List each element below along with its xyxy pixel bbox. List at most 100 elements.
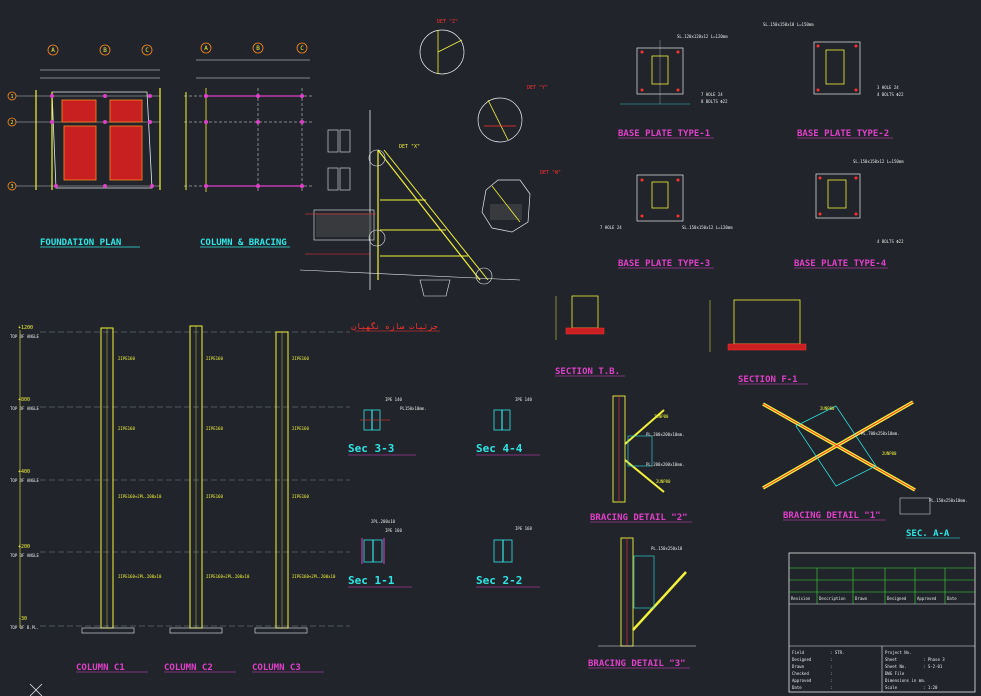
sec-2-2-title: Sec 2-2 — [476, 574, 522, 587]
section-note: IPE 140 — [385, 397, 402, 402]
title-block-field-label: DWG File — [885, 671, 905, 676]
grid-letter: A — [51, 47, 55, 54]
base-plate-note: 3 HOLE 24 — [877, 85, 899, 90]
detail-y-title: DET "Y" — [527, 85, 548, 91]
title-block-header: Designed — [887, 596, 907, 601]
sec-aa: PL.150x250x10mm. SEC. A-A — [899, 497, 968, 539]
elevation-label: TOP OF ANGLE — [10, 334, 39, 339]
bracing-detail-3: PL.150x250x10 BRACING DETAIL "3" — [588, 537, 696, 669]
section-f1-title: SECTION F-1 — [738, 375, 798, 385]
detail-z-title: DET "Z" — [437, 19, 458, 25]
column-label: 2IPE160 — [118, 356, 135, 361]
grid-letter: B — [103, 47, 107, 54]
foundation-plan: A B C 1 2 3 FOUNDATION PLAN — [7, 44, 161, 248]
column-label: 2IPE160 — [206, 356, 223, 361]
title-block-field-label: Date — [792, 685, 802, 690]
elevation-label: TOP OF B.PL. — [10, 625, 39, 630]
bracing-note: PL.200x200x10mm. — [646, 432, 685, 437]
grid-number: 1 — [10, 94, 13, 100]
title-block-field-label: Approved — [792, 678, 812, 683]
title-block-header: Approved — [917, 596, 937, 601]
base-plate-note: 4 BOLTS Φ22 — [877, 239, 904, 244]
bracing-note: PL.700x250x10mm. — [861, 431, 900, 436]
bracing-detail-1-title: BRACING DETAIL "1" — [783, 511, 881, 521]
base-plate-type-3: SL.150x150x12 L=120mm 7 HOLE 24 BASE PLA… — [600, 174, 733, 269]
title-block-field-value: : S-2-01 — [923, 664, 943, 669]
column-label: 2IPE160 — [292, 356, 309, 361]
bracing-detail-3-title: BRACING DETAIL "3" — [588, 659, 686, 669]
base-plate-note: SL.150x150x12 L=150mm — [853, 159, 904, 164]
title-block-field-value: : — [830, 671, 832, 676]
sec-aa-title: SEC. A-A — [906, 529, 950, 539]
section-tb: SECTION T.B. — [555, 295, 625, 377]
title-block-field-value: : — [830, 678, 832, 683]
column-label: 2IPE160 — [292, 426, 309, 431]
column-bracing-plan: A B C COLUMN & BRACING — [184, 42, 312, 248]
title-block-field-value: : — [830, 664, 832, 669]
title-block-field-label: Field — [792, 650, 805, 655]
column-c1-title: COLUMN C1 — [76, 663, 125, 673]
column-label: 2IPE160+2PL.200x10 — [206, 574, 250, 579]
grid-letter: A — [204, 45, 208, 52]
grid-letter: C — [300, 45, 304, 52]
title-block-header: Date — [947, 596, 957, 601]
grid-letter: C — [145, 47, 149, 54]
retaining-wall-section: DET "X" DET "Z" DET "Y" DET "W" جزئیات س… — [299, 19, 561, 332]
title-block-field-label: Designed — [792, 657, 812, 662]
base-plate-2-title: BASE PLATE TYPE-2 — [797, 129, 889, 139]
elevation-label: -30 — [18, 616, 27, 622]
base-plate-3-title: BASE PLATE TYPE-3 — [618, 259, 710, 269]
section-note: PL150x10mm. — [400, 406, 427, 411]
base-plate-type-4: SL.150x150x12 L=150mm 4 BOLTS Φ22 BASE P… — [794, 159, 904, 269]
title-block-header: Drawn — [855, 596, 868, 601]
section-tb-title: SECTION T.B. — [555, 367, 620, 377]
persian-title: جزئیات سازه نگهبان — [351, 321, 438, 331]
bracing-note: 2UNP80 — [656, 479, 671, 484]
elevation-label: +800 — [18, 397, 30, 403]
section-f1: SECTION F-1 — [709, 299, 808, 385]
section-note: IPE 140 — [515, 397, 532, 402]
title-block-field-label: Dimensions in mm. — [885, 678, 926, 683]
detail-callout: DET "X" — [399, 144, 420, 150]
sec-1-1-title: Sec 1-1 — [348, 574, 395, 587]
bracing-note: PL.200x200x10mm. — [646, 462, 685, 467]
small-sections: IPE 140 PL150x10mm. Sec 3-3 IPE 140 Sec … — [348, 397, 540, 588]
elevation-label: TOP OF ANGLE — [10, 553, 39, 558]
bracing-note: PL.150x250x10mm. — [929, 498, 968, 503]
elevation-label: TOP OF ANGLE — [10, 478, 39, 483]
elevation-label: +400 — [18, 469, 30, 475]
base-plate-note: SL.120x120x12 L=120mm — [677, 34, 728, 39]
section-note: IPE 160 — [515, 526, 532, 531]
title-block-field-label: Sheet No. — [885, 664, 907, 669]
base-plate-note: 7 HOLE 24 — [600, 225, 622, 230]
title-block-field-label: Checked — [792, 671, 809, 676]
title-block-field-label: Scale — [885, 685, 898, 690]
sec-3-3-title: Sec 3-3 — [348, 442, 394, 455]
title-block-header: Description — [819, 596, 846, 601]
bracing-note: 2UNP80 — [654, 414, 669, 419]
crosshair-cursor-icon — [29, 683, 43, 696]
section-note: 2PL.200x10 — [371, 519, 396, 524]
column-label: 2IPE160 — [292, 494, 309, 499]
bracing-note: 2UNP80 — [820, 406, 835, 411]
base-plate-4-title: BASE PLATE TYPE-4 — [794, 259, 887, 269]
foundation-plan-title: FOUNDATION PLAN — [40, 238, 121, 248]
grid-number: 3 — [10, 184, 13, 190]
title-block-field-label: Project No. — [885, 650, 912, 655]
title-block-field-value: : — [830, 657, 832, 662]
base-plate-1-title: BASE PLATE TYPE-1 — [618, 129, 710, 139]
section-note: IPE 160 — [385, 528, 402, 533]
column-label: 2IPE160 — [118, 426, 135, 431]
base-plate-type-2: SL.150x150x10 L=150mm 3 HOLE 24 4 BOLTS … — [763, 22, 904, 139]
title-block-field-value: : Phase 3 — [923, 657, 945, 662]
column-c3-title: COLUMN C3 — [252, 663, 301, 673]
base-plate-note: 8 BOLTS Φ22 — [701, 99, 728, 104]
title-block-left-fields: Field: STR.Designed:Drawn:Checked:Approv… — [792, 650, 844, 690]
grid-number: 2 — [10, 120, 13, 126]
base-plate-note: SL.150x150x12 L=120mm — [682, 225, 733, 230]
column-label: 2IPE160+2PL.200x10 — [292, 574, 336, 579]
column-label: 2IPE160+2PL.200x10 — [118, 494, 162, 499]
